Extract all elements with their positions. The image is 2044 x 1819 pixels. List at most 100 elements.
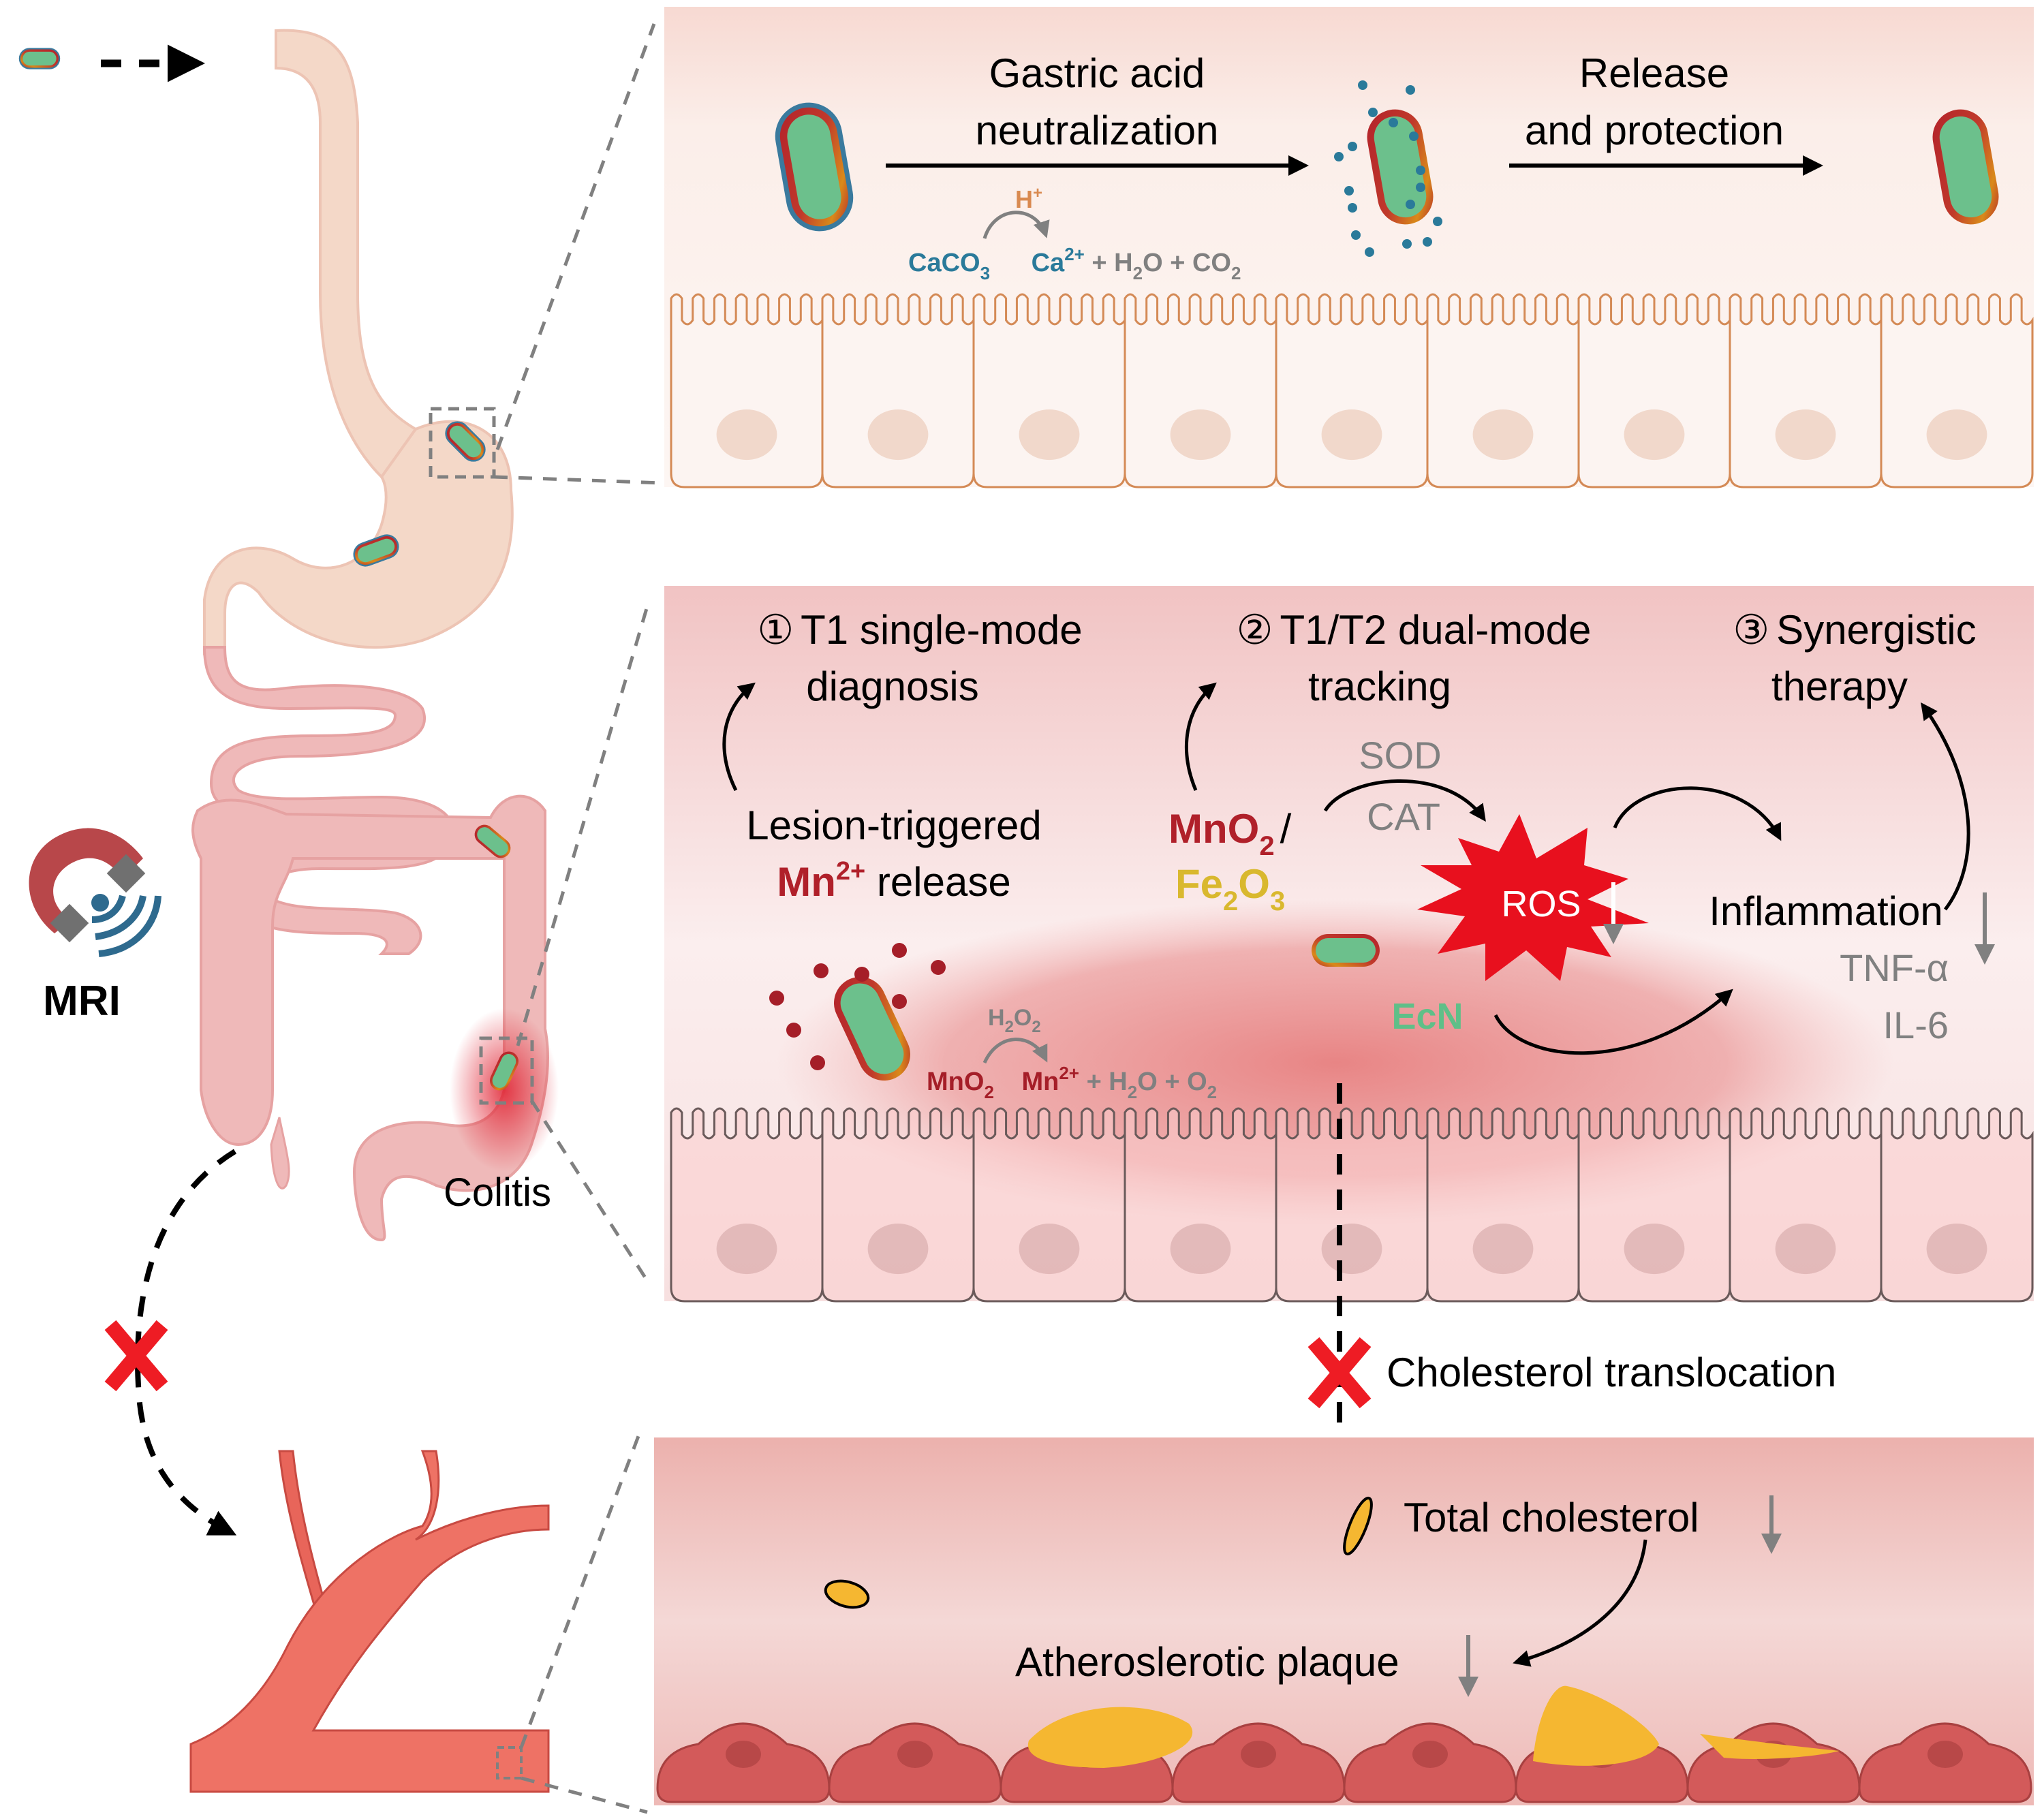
stomach-zoom-box [429,407,496,479]
epithelial-cell [1880,1107,2034,1303]
protection-label: and protection [1525,108,1784,153]
cell-nucleus [1775,409,1836,461]
atherosclerotic-plaque-label: Atheroslerotic plaque [1015,1639,1399,1685]
gut-to-vessel-dashed-arrow [134,1149,237,1536]
epithelial-cell [1275,1107,1429,1303]
epithelial-cell [1124,293,1278,488]
cat-label: CAT [1367,795,1440,838]
epithelial-cell [972,293,1126,488]
vessel-zoom-box [496,1746,523,1779]
mno2-label: MnO2/ [1168,806,1292,861]
stomach-panel: Gastric acid neutralization Release and … [664,7,2034,488]
ros-burst [1417,814,1649,981]
ros-to-inflammation-arrow [1613,786,1782,841]
cell-nucleus [867,409,929,461]
h-plus-label: H+ [1015,184,1042,213]
blocked-cross-icon-left [104,1320,168,1392]
arrow-to-step2 [1184,682,1217,791]
cell-nucleus [1775,1224,1836,1275]
calcium-ion-dot [1351,230,1361,240]
enzyme-arrow [1323,779,1486,822]
cell-nucleus [716,1224,777,1275]
cell-nucleus [1624,1224,1685,1275]
cell-nucleus [1321,1224,1382,1275]
cell-nucleus [1926,409,1987,461]
step3-subheading: therapy [1771,664,1908,709]
mri-magnet-icon [29,828,161,957]
total-cholesterol-label: Total cholesterol [1404,1495,1699,1540]
cell-nucleus [867,1224,929,1275]
calcium-ion-dot [1358,80,1367,90]
endothelial-nucleus [726,1741,761,1768]
mn-ions [769,943,946,1070]
mn-ion-dot [931,960,946,975]
gi-tract-illustration [191,29,559,1242]
inflammation-label: Inflammation [1709,888,1942,934]
mn-ion-dot [892,994,907,1009]
calcium-ion-dot [1416,183,1425,192]
oral-bacterium [18,48,61,69]
epithelial-cell [1729,293,1883,488]
epithelial-cell [972,1107,1126,1303]
calcium-ion-dot [1334,152,1344,161]
mn-ion-dot [810,1055,825,1070]
epithelial-cell [670,1107,824,1303]
cell-nucleus [1019,409,1080,461]
calcium-ions [1334,80,1442,257]
ecn-bacterium [1312,934,1380,967]
colitis-label: Colitis [444,1170,551,1215]
cholesterol-translocation-label: Cholesterol translocation [1387,1350,1836,1395]
epithelial-cell [1124,1107,1278,1303]
mn-ion-dot [814,963,829,978]
arrow-to-step1 [722,682,756,792]
vessel-panel: Total cholesterol Atheroslerotic plaque [654,1437,2034,1805]
tnf-alpha-label: TNF-α [1840,946,1949,989]
fe2o3-label: Fe2O3 [1175,861,1285,916]
mri-label: MRI [43,978,121,1025]
calcium-ion-dot [1389,118,1398,127]
cholesterol-particle-1 [824,1579,870,1609]
epithelial-cell [821,1107,975,1303]
endothelial-nucleus [1241,1741,1276,1768]
colitis-inflammation-glow [450,1008,559,1172]
mn-ion-dot [854,967,869,982]
blood-vessel [189,1450,550,1793]
reaction-arrow-top [982,211,1050,239]
cell-nucleus [1170,1224,1231,1275]
mn-ion-dot [892,943,907,958]
release-label: Release [1579,50,1729,96]
calcium-ion-dot [1344,186,1354,196]
step2-subheading: tracking [1308,664,1451,709]
epithelial-cell [1275,293,1429,488]
epithelial-cell [1729,1107,1883,1303]
epithelial-cell [1426,293,1580,488]
endothelial-nucleus [1412,1741,1448,1768]
h2o2-catalyst-label: H2O2 [988,1005,1041,1036]
calcium-ion-dot [1423,237,1432,247]
endothelial-nucleus [897,1741,933,1768]
appendix [270,1117,290,1190]
calcium-ion-dot [1368,108,1378,117]
neutralization-label: neutralization [976,108,1219,153]
plaque-2 [1533,1685,1659,1766]
cell-nucleus [1321,409,1382,461]
zoom-connector-lines [493,23,682,1814]
cell-nucleus [1624,409,1685,461]
calcium-ion-dot [1416,166,1425,175]
cell-nucleus [1926,1224,1987,1275]
ros-label: ROS [1501,884,1581,924]
colon-epithelium [670,1107,2034,1303]
calcium-ion-dot [1365,247,1374,257]
calcium-ion-dot [1348,203,1357,213]
cholesterol-to-plaque-arrow [1513,1539,1647,1667]
sod-label: SOD [1359,734,1441,777]
cell-nucleus [1170,409,1231,461]
plaque-1 [1027,1707,1193,1768]
epithelial-cell [1577,1107,1731,1303]
calcium-ion-dot [1409,131,1419,141]
caco3-reaction: CaCO3 Ca2+ + H2O + CO2 [908,238,1241,285]
